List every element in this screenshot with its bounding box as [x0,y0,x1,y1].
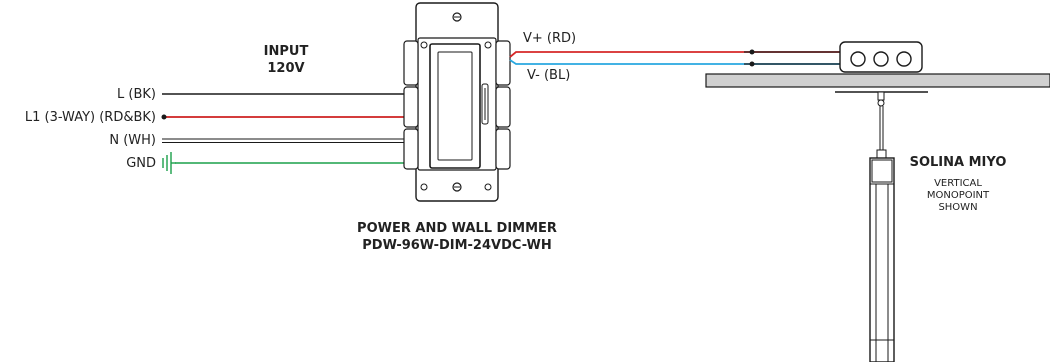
mount-screw-tl [420,41,428,49]
dimmer-model: PDW-96W-DIM-24VDC-WH [362,238,551,253]
input-voltage: 120V [267,61,304,76]
fixture-name: SOLINA MIYO [910,155,1007,170]
mount-screw-br [484,183,492,191]
wire-label-gnd: GND [126,156,156,171]
junction-box [839,41,923,73]
wire-vminus [509,59,844,65]
terminal-left-3 [403,128,419,170]
terminal-left-2 [403,86,419,128]
mount-screw-tr [484,41,492,49]
ground-symbol [162,152,176,174]
terminal-right-1 [495,40,511,86]
ceiling [705,73,1050,88]
mount-screw-bl [420,183,428,191]
wall-dimmer [403,2,511,202]
wire-label-vminus: V- (BL) [527,68,570,83]
splice-dot-vminus [749,61,755,67]
terminal-right-3 [495,128,511,170]
fixture-note-line2: MONOPOINT [927,190,990,201]
canopy [835,91,928,107]
rocker-inner [437,51,473,161]
wire-label-vplus: V+ (RD) [523,31,576,46]
fixture-note-line1: VERTICAL [934,178,982,189]
wire-l1-end-dot [161,114,167,120]
wire-vplus [509,51,844,58]
pendant-tube [869,157,895,362]
wire-label-n: N (WH) [109,133,156,148]
dimmer-name: POWER AND WALL DIMMER [357,221,557,236]
cable-gripper [876,149,887,159]
wire-label-l1: L1 (3-WAY) (RD&BK) [25,110,156,125]
fixture-note-line3: SHOWN [938,202,977,213]
splice-dot-vplus [749,49,755,55]
input-title: INPUT [264,44,309,59]
terminal-right-2 [495,86,511,128]
wire-label-l: L (BK) [117,87,156,102]
terminal-left-1 [403,40,419,86]
